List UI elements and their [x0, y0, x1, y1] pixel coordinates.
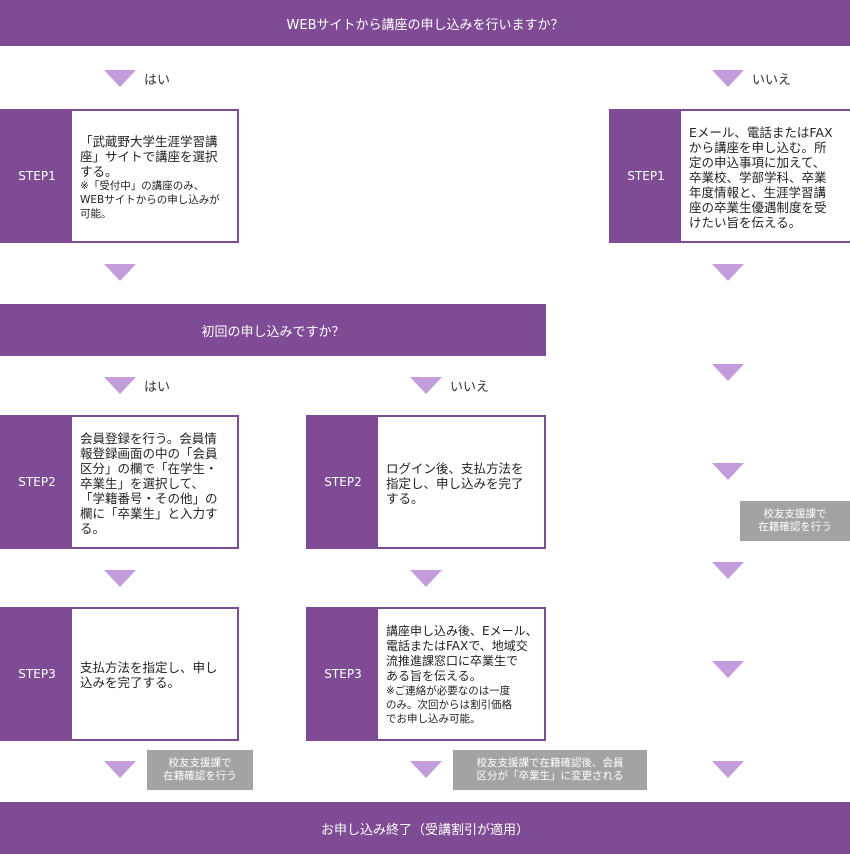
step-text-line: 欄に「卒業生」と入力す [80, 505, 218, 521]
step-text-line: 座」サイトで講座を選択 [80, 148, 218, 164]
down-arrow-icon [712, 761, 744, 778]
step-text-line: から講座を申し込む。所 [689, 139, 827, 155]
step-text-line: ある旨を伝える。 [386, 669, 482, 683]
choice-yes-web: はい [104, 69, 170, 88]
repeat-step2-box: STEP2 ログイン後、支払方法を 指定し、申し込みを完了 する。 [306, 415, 546, 549]
step-text-line: 卒業校、学部学科、卒業 [689, 169, 827, 185]
step-body: 支払方法を指定し、申し 込みを完了する。 [72, 609, 237, 739]
step-text-line: 区分」の欄で「在学生・ [80, 460, 218, 476]
end-banner: お申し込み終了（受講割引が適用） [0, 802, 850, 854]
no-label: いいえ [752, 73, 792, 88]
offline-enrollment-note: 校友支援課で 在籍確認を行う [740, 501, 850, 541]
step-text-line: 会員登録を行う。会員情 [80, 430, 217, 446]
down-arrow-icon [104, 761, 136, 778]
first-step3-box: STEP3 支払方法を指定し、申し 込みを完了する。 [0, 607, 239, 741]
step-label: STEP2 [308, 417, 378, 547]
step-note-line: のみ。次回からは割引価格 [386, 699, 512, 711]
offline-step1-box: STEP1 Eメール、電話またはFAX から講座を申し込む。所 定の申込事項に加… [609, 109, 850, 243]
note-line: 校友支援課で在籍確認後、会員 [476, 757, 624, 769]
step-text-line: する。 [80, 163, 118, 179]
step-text-line: 「学籍番号・その他」の [80, 490, 218, 506]
step-label: STEP1 [611, 111, 681, 241]
step-text-line: 定の申込事項に加えて、 [689, 154, 826, 170]
first-step2-box: STEP2 会員登録を行う。会員情 報登録画面の中の「会員 区分」の欄で「在学生… [0, 415, 239, 549]
step-label: STEP3 [2, 609, 72, 739]
step-body: 「武蔵野大学生涯学習講 座」サイトで講座を選択 する。 ※「受付中」の講座のみ、… [72, 111, 237, 241]
down-arrow-icon [104, 264, 136, 281]
step-text-line: ログイン後、支払方法を [386, 460, 524, 476]
step-note-line: ※ご連絡が必要なのは一度 [386, 685, 511, 697]
step-note-line: ※「受付中」の講座のみ、 [80, 179, 205, 192]
down-arrow-icon [712, 661, 744, 678]
down-arrow-icon [712, 364, 744, 381]
step-text-line: Eメール、電話またはFAX [689, 124, 833, 140]
repeat-step3-box: STEP3 講座申し込み後、Eメール、 電話またはFAXで、地域交 流推進課窓口… [306, 607, 546, 741]
note-line: 校友支援課で [168, 757, 232, 769]
down-arrow-icon [712, 70, 744, 87]
step-body: Eメール、電話またはFAX から講座を申し込む。所 定の申込事項に加えて、 卒業… [681, 111, 850, 241]
step-label: STEP2 [2, 417, 72, 547]
note-line: 在籍確認を行う [758, 521, 832, 533]
repeat-enrollment-note: 校友支援課で在籍確認後、会員 区分が「卒業生」に変更される [453, 750, 647, 790]
step-body: 講座申し込み後、Eメール、 電話またはFAXで、地域交 流推進課窓口に卒業生で … [378, 609, 544, 739]
step-note-line: でお申し込み可能。 [386, 713, 481, 725]
step-text-line: 座の卒業生優遇制度を受 [689, 199, 827, 215]
no-label: いいえ [450, 380, 490, 395]
step-text-line: 指定し、申し込みを完了 [386, 475, 524, 491]
step-text-line: 支払方法を指定し、申し [80, 660, 218, 675]
note-line: 区分が「卒業生」に変更される [476, 770, 624, 782]
down-arrow-icon [712, 562, 744, 579]
step-text-line: 卒業生」を選択して、 [80, 475, 205, 491]
down-arrow-icon [410, 570, 442, 587]
step-body: ログイン後、支払方法を 指定し、申し込みを完了 する。 [378, 417, 544, 547]
down-arrow-icon [104, 70, 136, 87]
first-enrollment-note: 校友支援課で 在籍確認を行う [147, 750, 253, 790]
step-note-line: 可能。 [80, 207, 112, 220]
choice-yes-first: はい [104, 376, 170, 395]
choice-no-first: いいえ [410, 376, 489, 395]
step-text-line: る。 [80, 520, 106, 536]
step-text-line: 込みを完了する。 [80, 675, 181, 690]
note-line: 在籍確認を行う [163, 770, 237, 782]
step-text-line: けたい旨を伝える。 [689, 214, 802, 230]
first-question-banner: 初回の申し込みですか？ [0, 304, 546, 356]
step-text-line: 電話またはFAXで、地域交 [386, 639, 528, 653]
step-text-line: 年度情報と、生涯学習講 [689, 184, 827, 200]
first-question-text: 初回の申し込みですか？ [201, 324, 345, 340]
note-line: 校友支援課で [763, 508, 827, 520]
step-label: STEP3 [308, 609, 378, 739]
down-arrow-icon [712, 264, 744, 281]
step-text-line: 講座申し込み後、Eメール、 [386, 624, 538, 638]
step-text-line: 流推進課窓口に卒業生で [386, 654, 519, 668]
down-arrow-icon [104, 570, 136, 587]
step-label: STEP1 [2, 111, 72, 241]
yes-label: はい [144, 380, 171, 395]
choice-no-web: いいえ [712, 69, 791, 88]
down-arrow-icon [712, 463, 744, 480]
step-text-line: する。 [386, 490, 424, 506]
down-arrow-icon [410, 761, 442, 778]
step-text-line: 報登録画面の中の「会員 [80, 445, 218, 461]
down-arrow-icon [410, 377, 442, 394]
top-question-banner: WEBサイトから講座の申し込みを行いますか？ [0, 0, 850, 46]
step-text-line: 「武蔵野大学生涯学習講 [80, 133, 218, 149]
step-body: 会員登録を行う。会員情 報登録画面の中の「会員 区分」の欄で「在学生・ 卒業生」… [72, 417, 237, 547]
step-note-line: WEBサイトからの申し込みが [80, 193, 220, 206]
top-question-text: WEBサイトから講座の申し込みを行いますか？ [286, 17, 564, 33]
down-arrow-icon [104, 377, 136, 394]
web-step1-box: STEP1 「武蔵野大学生涯学習講 座」サイトで講座を選択 する。 ※「受付中」… [0, 109, 239, 243]
end-banner-text: お申し込み終了（受講割引が適用） [320, 822, 529, 838]
yes-label: はい [144, 73, 171, 88]
